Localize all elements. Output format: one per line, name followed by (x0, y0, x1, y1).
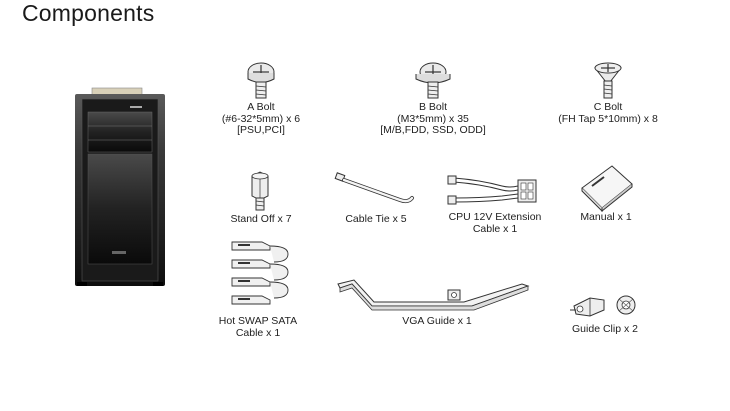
page-title: Components (22, 0, 155, 26)
b-bolt-icon (415, 62, 451, 99)
b-bolt-caption: B Bolt (M3*5mm) x 35 [M/B,FDD, SSD, ODD] (380, 101, 486, 136)
cable-tie-icon (334, 172, 414, 204)
cpu-ext-item: CPU 12V Extension Cable x 1 (440, 168, 550, 235)
manual-caption: Manual x 1 (580, 211, 632, 223)
a-bolt-caption: A Bolt (#6-32*5mm) x 6 [PSU,PCI] (221, 101, 301, 136)
stand-off-icon (251, 171, 269, 211)
cable-tie-caption: Cable Tie x 5 (345, 213, 407, 225)
sata-cable-icon (231, 241, 289, 305)
cpu-cable-icon (447, 175, 537, 205)
guide-clip-item: Guide Clip x 2 (564, 292, 646, 336)
c-bolt-icon (594, 62, 622, 99)
cpu-ext-caption: CPU 12V Extension Cable x 1 (448, 211, 542, 235)
c-bolt-item: C Bolt (FH Tap 5*10mm) x 8 (548, 60, 668, 125)
guide-clip-caption: Guide Clip x 2 (572, 323, 638, 335)
b-bolt-item: B Bolt (M3*5mm) x 35 [M/B,FDD, SSD, ODD] (368, 60, 498, 137)
manual-item: Manual x 1 (566, 160, 646, 224)
pc-case-image (72, 86, 168, 288)
vga-guide-caption: VGA Guide x 1 (402, 315, 472, 327)
vga-guide-item: VGA Guide x 1 (332, 276, 542, 328)
guide-clip-icon (570, 295, 636, 317)
vga-guide-icon (337, 279, 530, 311)
stand-off-item: Stand Off x 7 (216, 170, 306, 226)
cable-tie-item: Cable Tie x 5 (326, 170, 426, 226)
sata-cable-item: Hot SWAP SATA Cable x 1 (208, 238, 308, 339)
manual-icon (581, 165, 633, 212)
a-bolt-icon (247, 62, 275, 99)
c-bolt-caption: C Bolt (FH Tap 5*10mm) x 8 (558, 101, 658, 125)
stand-off-caption: Stand Off x 7 (230, 213, 292, 225)
sata-cable-caption: Hot SWAP SATA Cable x 1 (218, 315, 298, 339)
a-bolt-item: A Bolt (#6-32*5mm) x 6 [PSU,PCI] (206, 60, 316, 137)
